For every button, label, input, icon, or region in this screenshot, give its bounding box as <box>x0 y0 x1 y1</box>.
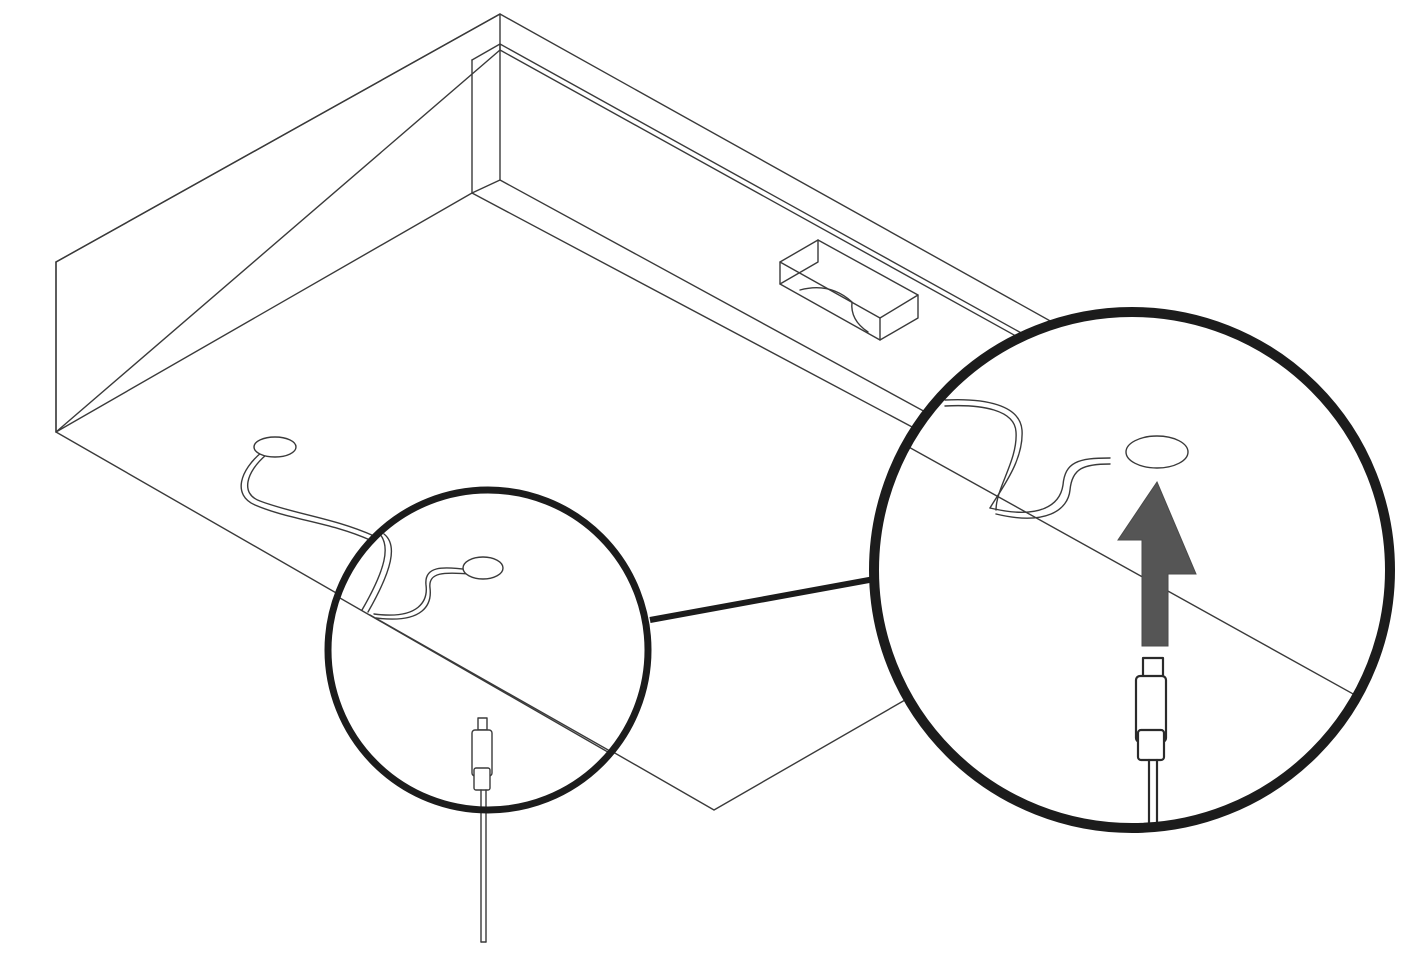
cabinet-lip-top-inner <box>499 49 1071 367</box>
large-magnifier <box>869 307 1395 833</box>
sensor-pad-icon <box>1125 435 1189 469</box>
usb-c-connector-icon <box>471 717 493 810</box>
magnifier-connector-line <box>649 575 881 623</box>
sensor-pad-icon <box>462 556 504 580</box>
large-magnifier-ring <box>869 307 1395 833</box>
up-arrow-icon <box>1117 480 1197 647</box>
cabinet-left-face <box>55 13 501 433</box>
cabinet-top-edge <box>55 13 1071 333</box>
cabinet-lip-top <box>471 43 1071 361</box>
sensor-pad-icon <box>253 436 297 458</box>
cabinet-lip-corner <box>471 179 501 194</box>
cable-notch <box>779 239 919 341</box>
small-magnifier-ring <box>324 486 652 814</box>
hanging-cable <box>480 799 487 943</box>
cabinet-body <box>55 13 1071 811</box>
small-magnifier <box>324 486 652 814</box>
